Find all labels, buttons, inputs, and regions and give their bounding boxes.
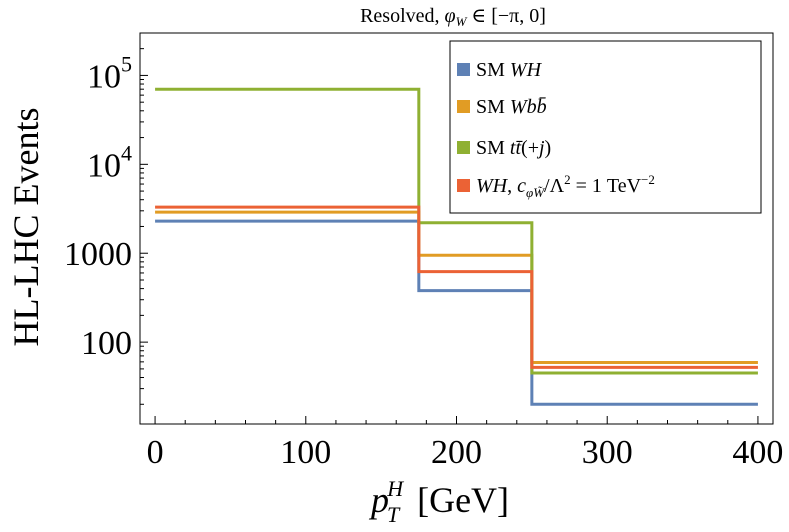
svg-text:SM tt̄(+j): SM tt̄(+j) <box>476 137 551 159</box>
series-line-1 <box>155 210 758 365</box>
legend-box <box>449 40 762 214</box>
y-tick-label: 1000 <box>64 236 132 273</box>
y-tick-label: 100 <box>81 325 132 362</box>
series-group <box>155 87 758 406</box>
legend-swatch-sm-wbb <box>457 100 470 113</box>
x-tick-label: 200 <box>431 434 482 471</box>
chart-title-prefix: Resolved, <box>360 5 444 27</box>
legend-item-sm-tt: SM tt̄(+j) <box>457 137 551 159</box>
legend: SM WH SM Wbb̄ SM tt̄(+j) WH, cφW̃/Λ2 = 1… <box>449 40 762 214</box>
y-tick-label: 104 <box>87 140 132 184</box>
y-tick-label: 105 <box>87 51 132 95</box>
legend-swatch-sm-tt <box>457 141 470 154</box>
series-line-0 <box>155 219 758 406</box>
legend-item-sm-wbb: SM Wbb̄ <box>457 96 547 118</box>
svg-text:SM WH: SM WH <box>476 59 543 81</box>
series-line-3 <box>155 205 758 369</box>
y-axis-ticks: 100 1000 104 105 <box>64 32 148 405</box>
y-axis-title: HL-LHC Events <box>6 108 46 347</box>
legend-swatch-sm-wh <box>457 63 470 76</box>
x-tick-label: 0 <box>147 434 164 471</box>
series-line-2 <box>155 87 758 375</box>
legend-swatch-wh-eft <box>457 179 470 192</box>
legend-item-sm-wh: SM WH <box>457 59 543 81</box>
svg-text:SM Wbb̄: SM Wbb̄ <box>476 96 547 118</box>
svg-text:WH, cφW̃/Λ2 = 1 TeV−2: WH, cφW̃/Λ2 = 1 TeV−2 <box>476 172 655 200</box>
x-axis-ticks: 0 100 200 300 400 <box>147 416 783 471</box>
x-tick-label: 300 <box>582 434 633 471</box>
x-axis-title: pTH[GeV] <box>368 476 509 527</box>
legend-item-wh-eft: WH, cφW̃/Λ2 = 1 TeV−2 <box>457 172 655 200</box>
x-tick-label: 400 <box>732 434 783 471</box>
chart-title: Resolved, φW ∈ [−π, 0] <box>360 5 546 29</box>
x-tick-label: 100 <box>280 434 331 471</box>
